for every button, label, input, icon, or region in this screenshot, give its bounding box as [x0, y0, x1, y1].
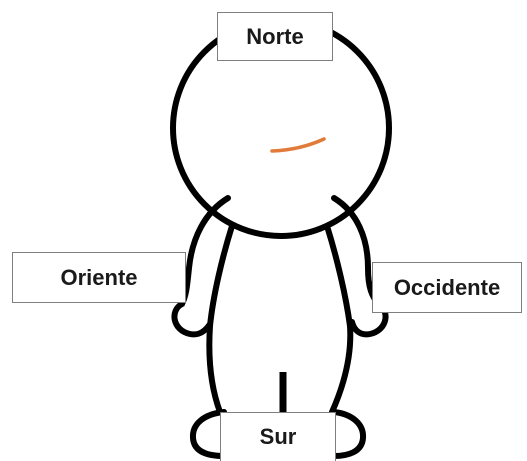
- label-sur: Sur: [220, 412, 336, 461]
- label-oriente-text: Oriente: [60, 264, 138, 290]
- left-foot-outline: [190, 409, 227, 459]
- left-torso-line: [206, 223, 235, 415]
- left-arm-outline: [171, 195, 231, 338]
- label-oriente: Oriente: [12, 252, 186, 303]
- right-torso-line: [324, 223, 354, 415]
- label-norte-text: Norte: [246, 23, 304, 49]
- label-sur-text: Sur: [259, 424, 297, 449]
- label-occidente: Occidente: [372, 262, 522, 313]
- right-foot-outline: [331, 409, 366, 459]
- smile-mouth: [270, 137, 326, 153]
- label-occidente-text: Occidente: [393, 274, 501, 300]
- label-norte: Norte: [217, 12, 333, 61]
